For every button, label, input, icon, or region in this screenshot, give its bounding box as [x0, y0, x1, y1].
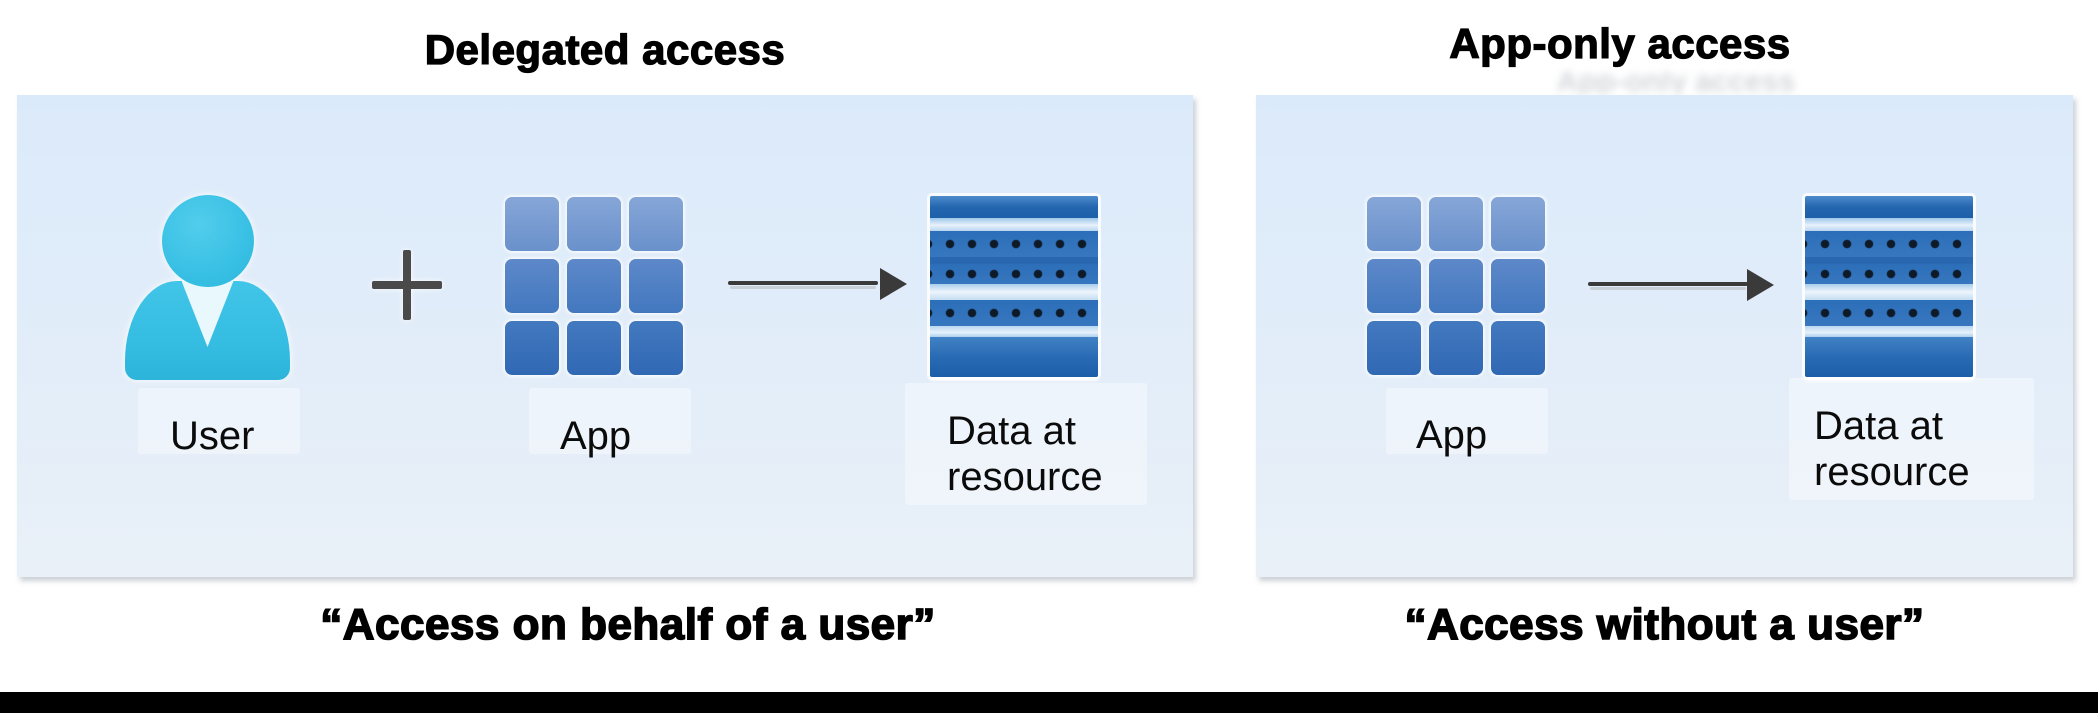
erased-text-artifact: App-only access	[1556, 72, 1796, 94]
panel-delegated-access: User App Data at resource	[17, 95, 1193, 577]
plus-icon	[372, 250, 442, 320]
app-grid-icon	[505, 197, 683, 375]
label-app: App	[1416, 413, 1488, 457]
label-halo	[905, 383, 1147, 505]
app-grid-icon	[1367, 197, 1545, 375]
arrow-right-icon	[1588, 268, 1774, 302]
label-data-at-resource: Data at resource	[947, 409, 1103, 499]
caption-delegated-access: “Access on behalf of a user”	[319, 599, 936, 650]
bottom-black-bar	[0, 692, 2098, 713]
label-app: App	[560, 414, 632, 458]
user-person-icon	[125, 195, 290, 380]
label-halo	[1386, 388, 1548, 454]
label-halo	[138, 388, 300, 454]
panel-app-only-access: App Data at resource	[1256, 95, 2073, 577]
label-halo	[529, 388, 691, 454]
arrow-right-icon	[728, 267, 914, 301]
user-head-shape	[161, 195, 254, 287]
database-stack-icon	[1805, 196, 1973, 377]
label-user: User	[170, 414, 255, 458]
title-app-only-access: App-only access	[1449, 19, 1791, 67]
label-data-at-resource: Data at resource	[1814, 404, 1970, 494]
title-delegated-access: Delegated access	[424, 25, 786, 73]
caption-app-only-access: “Access without a user”	[1404, 599, 1925, 650]
database-stack-icon	[930, 196, 1098, 377]
label-halo	[1789, 378, 2034, 500]
